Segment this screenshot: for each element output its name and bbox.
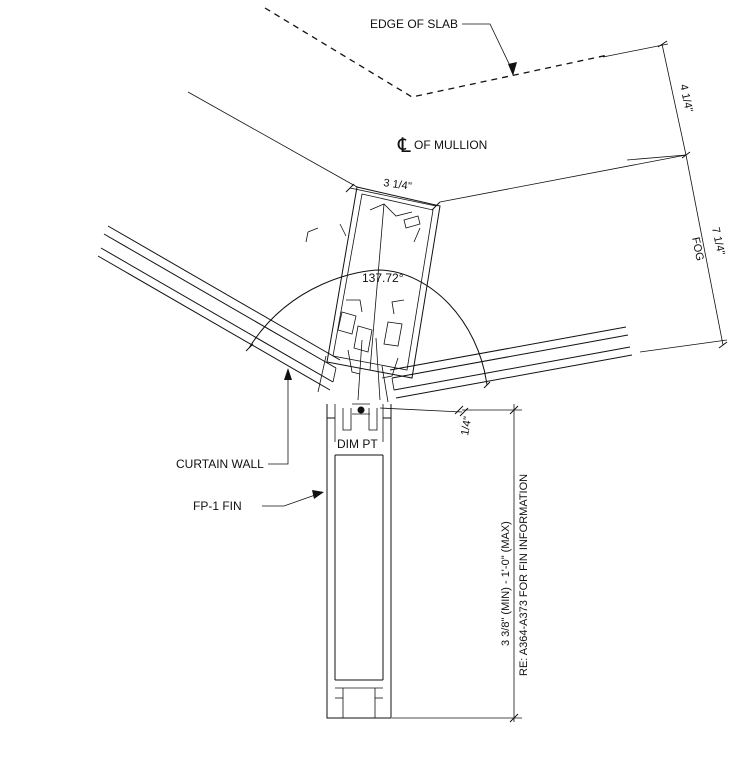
right-curtain-wall-glazing <box>381 326 633 403</box>
fin-length-dimension <box>392 404 522 723</box>
quarter-inch-dimension <box>379 405 522 417</box>
mullion-extrusion <box>326 186 441 401</box>
dim-point-marker <box>352 403 370 415</box>
fog-label: FOG <box>689 236 706 262</box>
quarter-inch-label: 1/4" <box>459 415 474 436</box>
fin-reference-label: RE: A364-A373 FOR FIN INFORMATION <box>518 474 530 676</box>
slab-edge-lines <box>187 43 728 353</box>
dim-7-1-4-label: 7 1/4" <box>709 226 727 256</box>
dim-4-1-4-label: 4 1/4" <box>677 83 695 113</box>
curtain-wall-leader <box>268 368 292 465</box>
fp1-fin-leader <box>262 490 324 507</box>
curtain-wall-label: CURTAIN WALL <box>176 457 264 471</box>
right-dimension-line <box>657 40 728 349</box>
dim-pt-label: DIM PT <box>337 437 378 451</box>
edge-of-slab-leader <box>462 23 517 76</box>
left-curtain-wall-glazing <box>97 225 341 393</box>
edge-of-slab <box>264 7 609 98</box>
small-dimension-tick <box>305 227 319 243</box>
mullion-width-dimension <box>345 183 441 211</box>
fin-length-label: 3 3/8" (MIN) - 1'-0" (MAX) <box>500 521 512 646</box>
fp1-fin <box>326 404 392 719</box>
mullion-width-label: 3 1/4" <box>383 177 413 193</box>
edge-of-slab-label: EDGE OF SLAB <box>370 17 458 31</box>
centerline-label: OF MULLION <box>414 138 487 152</box>
angle-label: 137.72° <box>362 271 404 285</box>
centerline-symbol: ℄ <box>397 135 411 157</box>
fp1-fin-label: FP-1 FIN <box>193 499 242 513</box>
